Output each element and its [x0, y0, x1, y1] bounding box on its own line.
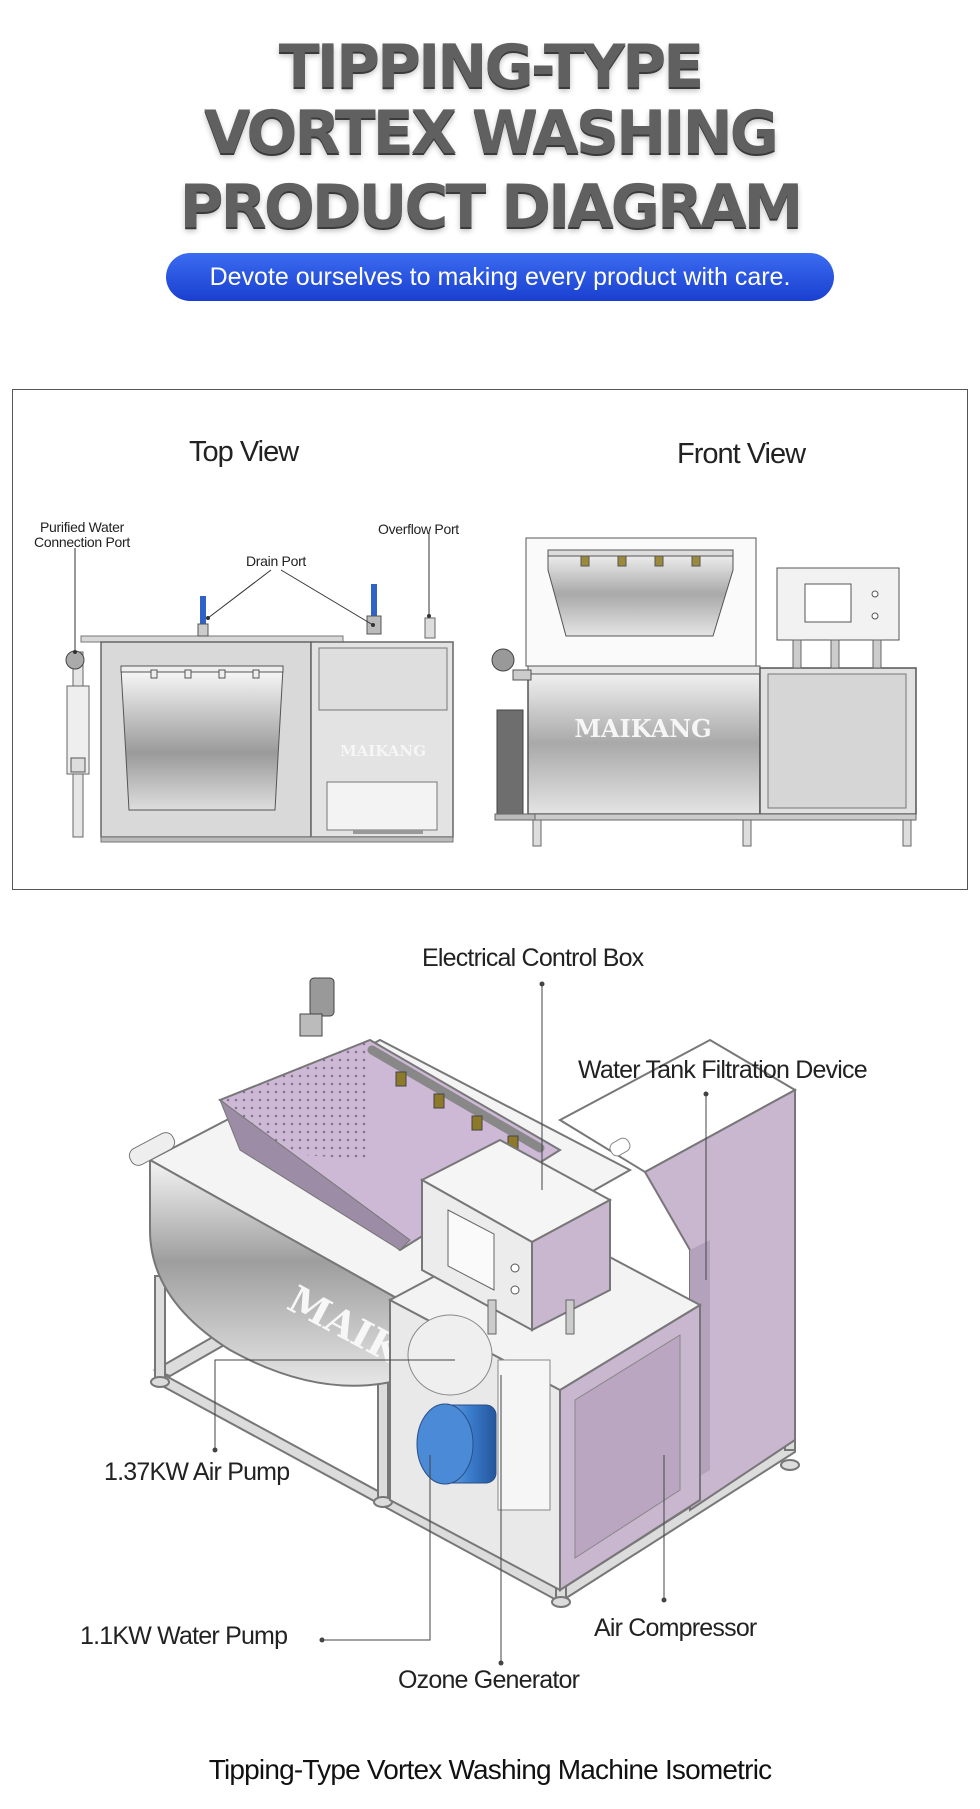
iso-tipping-basin: [218, 977, 562, 1252]
iso-water-tank-cabinet: [557, 1038, 798, 1512]
top-view-leaders: [74, 532, 430, 652]
iso-control-box: [419, 1138, 613, 1335]
title-line-1: TIPPING-TYPE: [278, 32, 704, 102]
isometric-caption: Tipping-Type Vortex Washing Machine Isom…: [208, 1754, 772, 1785]
iso-brand: MAIKANG: [281, 1276, 494, 1418]
front-view-title: Front View: [677, 438, 806, 470]
views-drawing: MAIKANG: [65, 532, 917, 847]
purified-water-label-line1: Purified Water: [40, 519, 124, 535]
iso-frame: [150, 1268, 800, 1608]
front-view-brand: MAIKANG: [574, 714, 711, 743]
iso-washing-tank: MAIKANG: [128, 1038, 633, 1418]
label-water-tank-filtration: Water Tank Filtration Device: [578, 1056, 868, 1084]
label-water-pump: 1.1KW Water Pump: [80, 1622, 288, 1650]
top-view-machine: MAIKANG: [65, 584, 454, 843]
label-ozone-generator: Ozone Generator: [398, 1666, 580, 1694]
iso-leaders: [214, 984, 707, 1663]
drain-port-label: Drain Port: [246, 553, 307, 569]
overflow-port-label: Overflow Port: [378, 521, 459, 537]
label-air-compressor: Air Compressor: [594, 1614, 757, 1642]
title-line-2: VORTEX WASHING: [203, 98, 779, 168]
purified-water-label-line2: Connection Port: [34, 534, 130, 550]
views-panel: MAIKANG: [12, 389, 968, 890]
front-view-machine: MAIKANG: [491, 537, 917, 847]
label-electrical-control-box: Electrical Control Box: [422, 944, 644, 972]
top-view-brand: MAIKANG: [340, 742, 426, 760]
iso-machine-compartment: [387, 1218, 703, 1592]
tagline-badge: Devote ourselves to making every product…: [166, 253, 834, 301]
top-view-title: Top View: [189, 436, 299, 468]
title-line-3: PRODUCT DIAGRAM: [179, 172, 804, 242]
label-air-pump: 1.37KW Air Pump: [104, 1458, 290, 1486]
